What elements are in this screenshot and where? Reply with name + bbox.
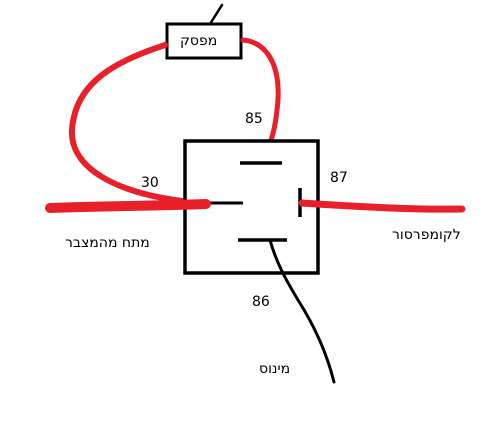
switch-label: מפסק (180, 33, 218, 49)
terminal-87-label: 87 (330, 170, 348, 186)
wire-switch-to-30 (68, 42, 203, 206)
battery-feed-label: מתח מהמצבר (65, 235, 150, 251)
wire-battery-feed (45, 199, 211, 213)
minus-label: מינוס (259, 361, 291, 377)
terminal-30-label: 30 (141, 175, 159, 191)
terminal-85-label: 85 (245, 111, 263, 127)
switch-lever (208, 3, 224, 26)
wire-to-compressor (298, 199, 466, 213)
compressor-label: לקומפרסור (392, 227, 461, 243)
wire-ground (268, 238, 336, 384)
terminal-86-label: 86 (252, 294, 270, 310)
switch-box (165, 22, 243, 60)
